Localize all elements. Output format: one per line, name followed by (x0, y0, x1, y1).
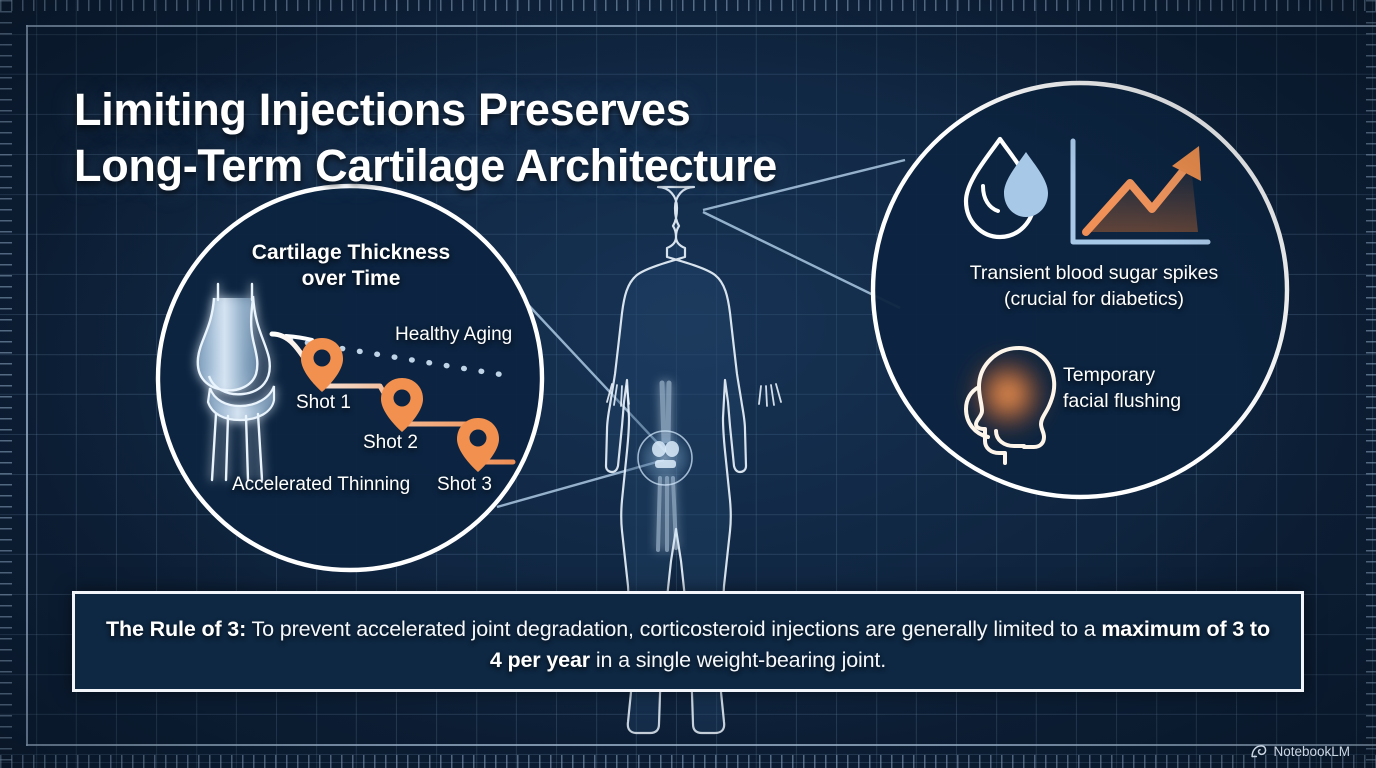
left-circle-title: Cartilage Thickness over Time (220, 240, 482, 292)
connector-head-to-right-top (702, 158, 906, 212)
shot-marker-2 (381, 378, 423, 432)
left-detail-circle (155, 183, 545, 573)
rule-of-3-text-b: in a single weight-bearing joint. (590, 647, 887, 672)
connector-knee-to-left-bottom (496, 458, 665, 509)
connector-lines (496, 158, 906, 509)
rule-of-3-callout-box: The Rule of 3: To prevent accelerated jo… (72, 591, 1304, 692)
page-title: Limiting Injections Preserves Long-Term … (74, 82, 974, 194)
frame-line-bottom (26, 744, 1376, 746)
frame-line-left (26, 25, 28, 746)
healthy-aging-label: Healthy Aging (395, 324, 513, 345)
rule-of-3-text-a: To prevent accelerated joint degradation… (246, 617, 1102, 641)
notebooklm-spiral-icon (1251, 745, 1267, 758)
blood-sugar-caption-line-2: (crucial for diabetics) (1004, 287, 1184, 310)
blood-sugar-caption-line-1: Transient blood sugar spikes (969, 262, 1219, 284)
knee-joint-highlight (638, 431, 692, 485)
page-title-line-1: Limiting Injections Preserves (74, 84, 691, 136)
frame-line-top (26, 25, 1376, 27)
shot-3-label: Shot 3 (437, 474, 492, 495)
shot-2-label: Shot 2 (363, 432, 418, 453)
left-circle-title-line-1: Cartilage Thickness (251, 241, 451, 264)
facial-flushing-caption-line-2: facial flushing (1063, 390, 1182, 413)
shot-marker-1 (301, 338, 343, 392)
knee-joint-icon (196, 282, 276, 482)
notebooklm-watermark-label: NotebookLM (1273, 744, 1350, 759)
connector-head-to-right-bottom (702, 210, 901, 310)
water-droplet-icon (963, 136, 1048, 240)
page-title-line-2: Long-Term Cartilage Architecture (74, 139, 778, 191)
right-detail-circle (870, 80, 1290, 500)
left-circle-title-line-2: over Time (301, 266, 401, 290)
connector-knee-to-left-top (519, 295, 667, 453)
head-profile-icon (963, 346, 1057, 465)
rising-chart-icon (1070, 138, 1211, 245)
shot-1-label: Shot 1 (296, 392, 351, 413)
rule-of-3-bold-lead: The Rule of 3: (106, 617, 247, 641)
facial-flushing-caption-line-1: Temporary (1063, 364, 1156, 386)
notebooklm-watermark: NotebookLM (1250, 743, 1350, 760)
facial-flushing-caption: Temporary facial flushing (1063, 362, 1243, 415)
water-droplet-solid-icon (1004, 152, 1048, 217)
accelerated-thinning-label: Accelerated Thinning (232, 474, 411, 495)
shot-marker-3 (457, 418, 499, 472)
rule-of-3-bold-mid: maximum of 3 to 4 per year (489, 617, 1270, 672)
blood-sugar-caption: Transient blood sugar spikes (crucial fo… (944, 261, 1244, 313)
rule-of-3-text: The Rule of 3: To prevent accelerated jo… (75, 594, 1301, 675)
